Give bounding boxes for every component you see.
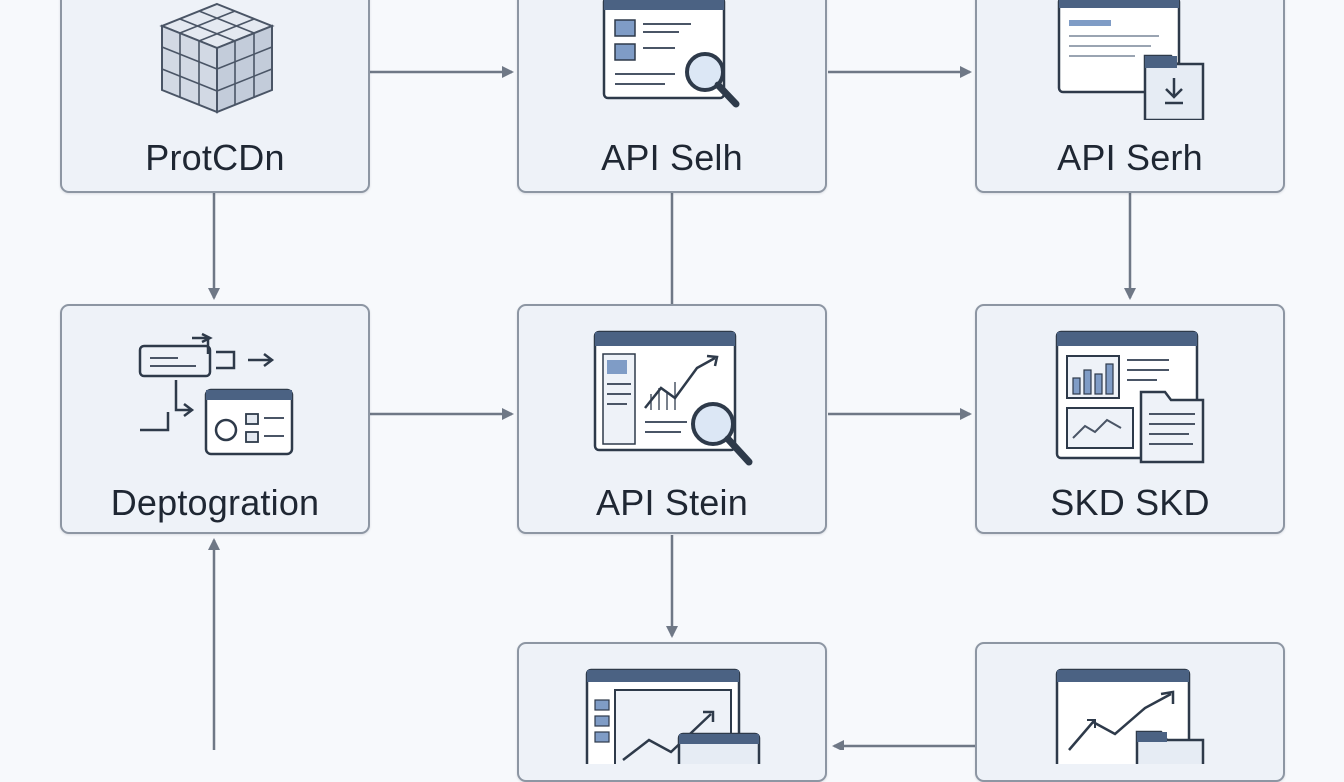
window-download-icon bbox=[1057, 0, 1205, 120]
cube-grid-icon bbox=[159, 2, 275, 114]
trend-folder-icon bbox=[1055, 668, 1205, 764]
node-api-serh[interactable]: API Serh bbox=[975, 0, 1285, 193]
node-label: SKD SKD bbox=[1050, 482, 1210, 523]
node-label: ProtCDn bbox=[145, 137, 285, 178]
node-api-stein[interactable]: API Stein bbox=[517, 304, 827, 534]
node-bottom-right[interactable] bbox=[975, 642, 1285, 782]
chart-search-icon bbox=[593, 330, 753, 466]
node-label: Deptogration bbox=[110, 482, 320, 523]
dashboard-document-icon bbox=[1055, 330, 1205, 464]
node-protcdn[interactable]: ProtCDn bbox=[60, 0, 370, 193]
node-skd-skd[interactable]: SKD SKD bbox=[975, 304, 1285, 534]
connector-layer bbox=[208, 66, 1136, 750]
window-trend-icon bbox=[585, 668, 761, 764]
node-label: API Stein bbox=[596, 482, 748, 523]
window-search-icon bbox=[602, 0, 740, 108]
node-api-selh[interactable]: API Selh bbox=[517, 0, 827, 193]
node-deptogration[interactable]: Deptogration bbox=[60, 304, 370, 534]
node-bottom-center[interactable] bbox=[517, 642, 827, 782]
flow-routing-icon bbox=[138, 332, 294, 456]
node-label: API Selh bbox=[601, 137, 743, 178]
node-label: API Serh bbox=[1057, 137, 1203, 178]
